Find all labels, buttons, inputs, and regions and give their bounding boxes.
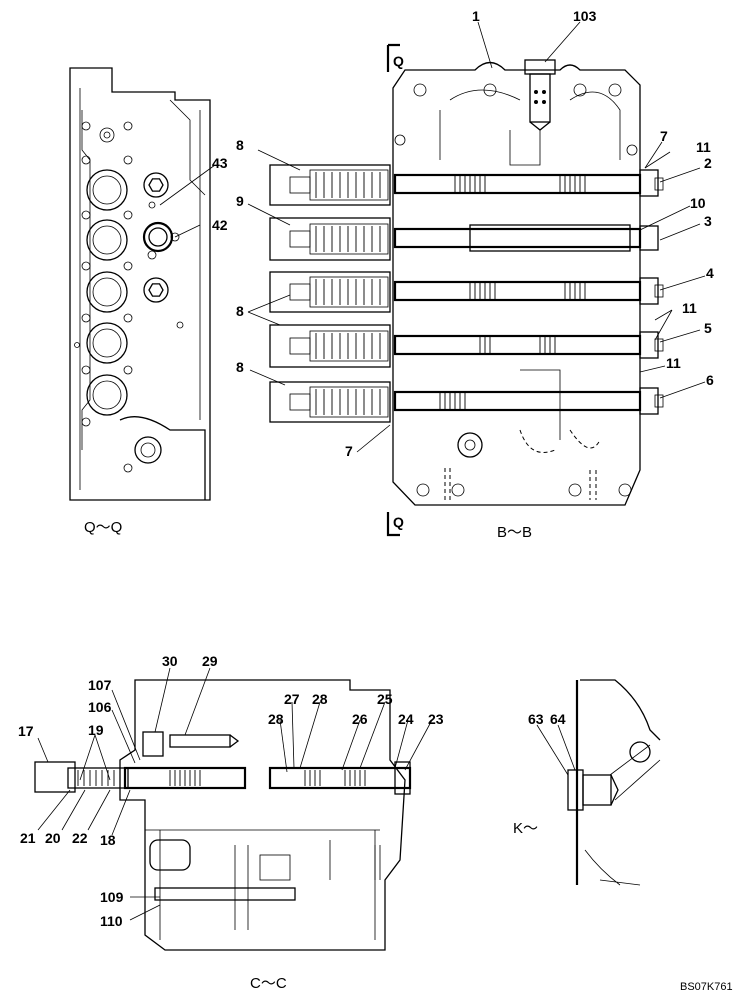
q-view-title: Q～Q <box>84 519 122 536</box>
label-22: 22 <box>72 830 88 846</box>
label-42: 42 <box>212 217 228 233</box>
label-8-a: 8 <box>236 137 244 153</box>
bolt-holes <box>74 121 184 473</box>
label-29: 29 <box>202 653 218 669</box>
label-8-c: 8 <box>236 359 244 375</box>
springs <box>315 172 381 415</box>
label-4: 4 <box>706 265 714 281</box>
label-7-top: 7 <box>660 128 668 144</box>
label-3: 3 <box>704 213 712 229</box>
label-25: 25 <box>377 691 393 707</box>
label-2: 2 <box>704 155 712 171</box>
label-9: 9 <box>236 193 244 209</box>
b-view-drawing <box>269 43 664 537</box>
label-11-mid: 11 <box>682 300 697 316</box>
label-28-b: 28 <box>312 691 328 707</box>
b-view-title: B～B <box>497 524 532 541</box>
spools <box>393 173 642 412</box>
label-8-b: 8 <box>236 303 244 319</box>
section-mark-bottom: Q <box>393 514 404 530</box>
label-107: 107 <box>88 677 112 693</box>
spool-covers <box>269 164 391 423</box>
label-26: 26 <box>352 711 368 727</box>
label-106: 106 <box>88 699 112 715</box>
label-1: 1 <box>472 8 480 24</box>
leader-lines <box>37 21 706 921</box>
q-view-drawing <box>69 67 211 501</box>
label-110: 110 <box>100 913 123 929</box>
label-27: 27 <box>284 691 300 707</box>
label-24: 24 <box>398 711 414 727</box>
label-43: 43 <box>212 155 228 171</box>
section-mark-top: Q <box>393 53 404 69</box>
label-19: 19 <box>88 722 104 738</box>
label-109: 109 <box>100 889 124 905</box>
label-28-a: 28 <box>268 711 284 727</box>
b-bottom-holes <box>394 83 638 500</box>
k-view-drawing <box>567 679 661 886</box>
label-11-top: 11 <box>696 139 711 155</box>
part-labels: 1 103 7 11 2 10 3 4 11 5 11 6 8 9 8 8 7 … <box>18 8 714 929</box>
port-circles <box>86 169 128 416</box>
label-6: 6 <box>706 372 714 388</box>
label-103: 103 <box>573 8 597 24</box>
view-titles: Q～Q B～B C～C K～ Q Q <box>84 53 538 992</box>
label-11-low: 11 <box>666 355 681 371</box>
label-20: 20 <box>45 830 61 846</box>
c-view-title: C～C <box>250 975 287 992</box>
label-7-bottom: 7 <box>345 443 353 459</box>
label-23: 23 <box>428 711 444 727</box>
label-17: 17 <box>18 723 34 739</box>
label-21: 21 <box>20 830 36 846</box>
label-64: 64 <box>550 711 566 727</box>
label-18: 18 <box>100 832 116 848</box>
label-30: 30 <box>162 653 178 669</box>
doc-code: BS07K761 <box>680 981 733 993</box>
hex-fittings <box>134 172 180 464</box>
right-plugs <box>639 169 664 415</box>
c-view-drawing <box>34 679 412 951</box>
label-10: 10 <box>690 195 706 211</box>
label-5: 5 <box>704 320 712 336</box>
k-view-title: K～ <box>513 820 538 837</box>
label-63: 63 <box>528 711 544 727</box>
